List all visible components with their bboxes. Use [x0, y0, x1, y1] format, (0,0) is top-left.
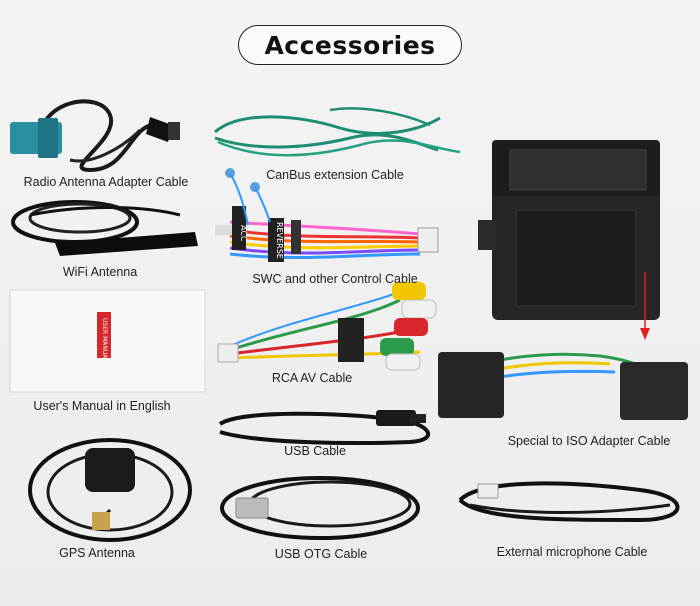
- page-title: Accessories: [264, 30, 436, 60]
- label-usb-otg-cable: USB OTG Cable: [274, 547, 368, 561]
- manual-tag-text: USER MANUAL: [101, 318, 108, 362]
- wire-tag-reverse: REVERSE: [275, 222, 284, 259]
- usb-cable-image: [218, 410, 431, 445]
- page-title-badge: Accessories: [238, 25, 462, 65]
- wire-tag-acc: ACC: [239, 225, 248, 242]
- swc-control-cable-image: ACC REVERSE: [215, 168, 439, 262]
- label-rca-av-cable: RCA AV Cable: [271, 371, 353, 385]
- label-special-iso-adapter-cable: Special to ISO Adapter Cable: [507, 434, 671, 448]
- user-manual-image: USER MANUAL: [9, 289, 206, 393]
- label-usb-cable: USB Cable: [284, 444, 346, 458]
- label-swc-control-cable: SWC and other Control Cable: [252, 272, 418, 286]
- label-users-manual: User's Manual in English: [33, 399, 171, 413]
- gps-antenna-image: [28, 438, 192, 542]
- label-canbus-extension-cable: CanBus extension Cable: [266, 168, 404, 182]
- radio-antenna-adapter-cable-image: [10, 99, 180, 173]
- external-microphone-cable-image: [458, 481, 680, 523]
- wifi-antenna-image: [11, 200, 198, 256]
- rca-av-cable-image: [217, 282, 437, 371]
- label-radio-antenna-adapter-cable: Radio Antenna Adapter Cable: [23, 175, 189, 189]
- usb-otg-cable-image: [220, 476, 420, 540]
- label-external-microphone-cable: External microphone Cable: [496, 545, 648, 559]
- special-iso-adapter-cable-image: [438, 272, 688, 420]
- label-wifi-antenna: WiFi Antenna: [62, 265, 138, 279]
- canbus-extension-cable-image: [214, 107, 461, 157]
- label-gps-antenna: GPS Antenna: [59, 546, 135, 560]
- iso-connector-block-image: [478, 140, 660, 320]
